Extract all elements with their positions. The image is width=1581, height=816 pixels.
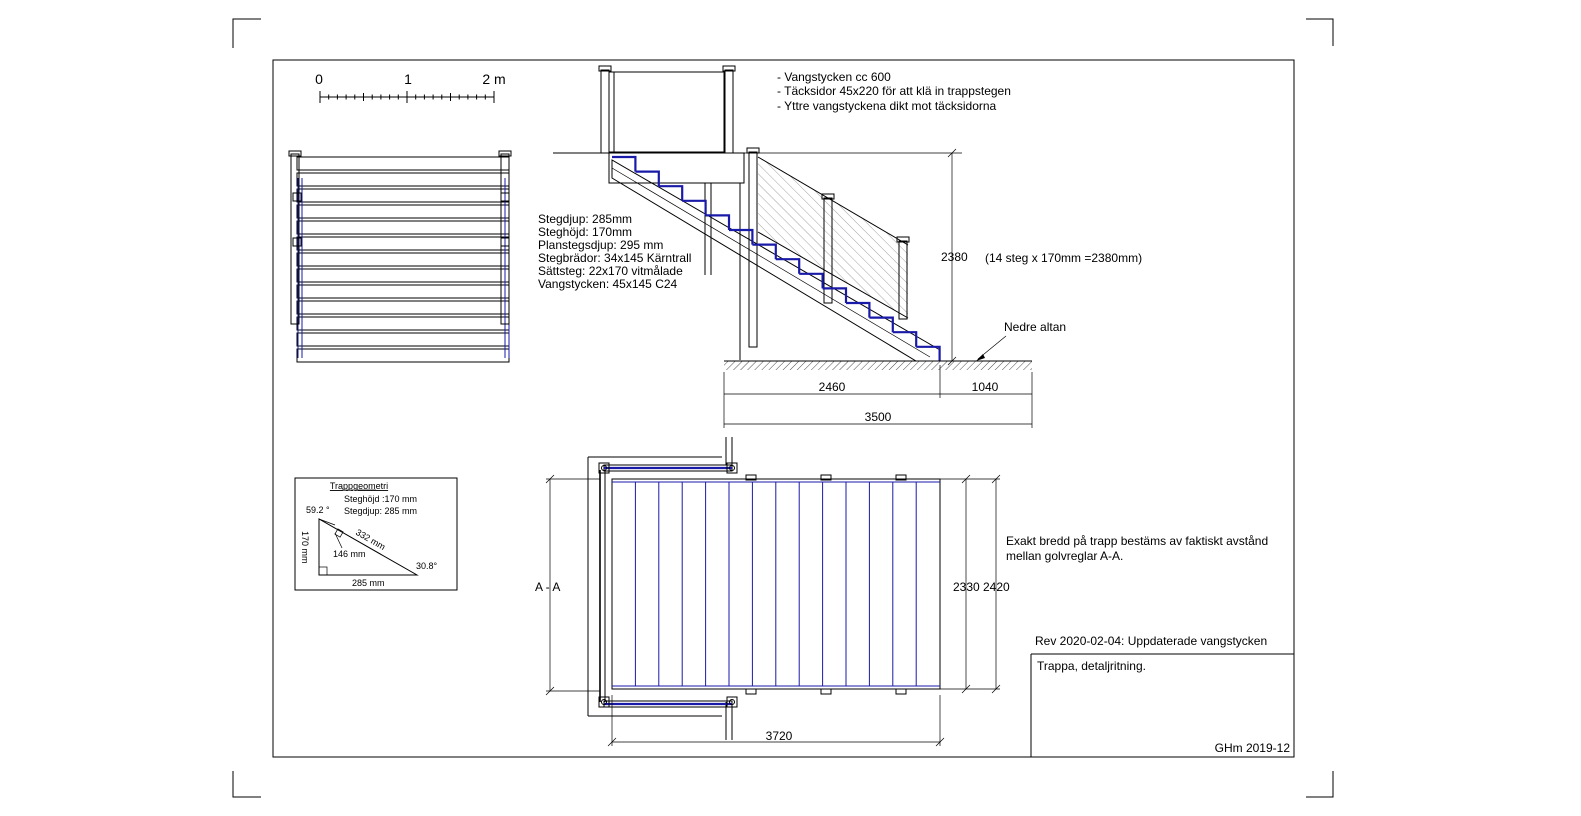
height-dimension: 2380 [941, 250, 968, 264]
section-label: A - A [535, 580, 560, 594]
total-dimension: 3500 [865, 410, 892, 424]
drawing-frame [272, 59, 1295, 758]
side-step-profile [916, 345, 941, 362]
scale-bar: 0 1 2 m [315, 71, 506, 103]
front-tread-board [296, 268, 510, 283]
normal-label: 146 mm [333, 549, 366, 559]
stair-plan-view: A - A 2330 2420 3720 [535, 437, 1010, 747]
stair-specifications: Stegdjup: 285mm Steghöjd: 170mm Plansteg… [538, 212, 691, 291]
side-step-profile [729, 228, 754, 245]
side-step-profile [775, 258, 801, 274]
front-tread-board [296, 204, 510, 219]
stair-geometry-box: Trappgeometri Steghöjd :170 mm Stegdjup:… [294, 477, 458, 591]
side-step-profile [705, 214, 731, 230]
scale-label-1: 1 [404, 71, 412, 87]
spec-line: Stegdjup: 285mm [538, 212, 632, 226]
side-step-profile [635, 170, 660, 187]
angle-bottom: 30.8° [416, 561, 438, 571]
width-note-line: Exakt bredd på trapp bestäms av faktiskt… [1006, 534, 1268, 548]
drawing-title: Trappa, detaljritning. [1037, 659, 1146, 673]
width-note-line: mellan golvreglar A-A. [1006, 549, 1123, 563]
spec-line: Steghöjd: 170mm [538, 225, 632, 239]
front-tread-board [296, 236, 510, 251]
note-line: - Vangstycken cc 600 [777, 70, 891, 84]
side-step-profile [846, 301, 871, 318]
plan-length-dimension: 3720 [766, 729, 793, 743]
front-tread-board [296, 332, 510, 347]
spec-line: Vangstycken: 45x145 C24 [538, 277, 678, 291]
side-step-profile [658, 185, 684, 201]
spec-line: Stegbrädor: 34x145 Kärntrall [538, 251, 691, 265]
scale-label-2: 2 m [482, 71, 505, 87]
offset-dimension: 1040 [972, 380, 999, 394]
front-tread-board [296, 284, 510, 299]
revision-note: Rev 2020-02-04: Uppdaterade vangstycken [1035, 634, 1267, 648]
stair-side-elevation: 2380 (14 steg x 170mm =2380mm) Nedre alt… [553, 65, 1142, 428]
front-tread-board [296, 220, 510, 235]
geometry-line-1: Steghöjd :170 mm [344, 494, 417, 504]
front-tread-board [296, 156, 510, 171]
geometry-title: Trappgeometri [330, 481, 388, 491]
stair-front-view [288, 150, 512, 363]
height-label: 170 mm [300, 531, 310, 564]
width-inner-dimension: 2330 [953, 580, 980, 594]
front-tread-board [296, 316, 510, 331]
side-step-profile [892, 331, 918, 347]
side-step-profile [799, 272, 824, 289]
construction-notes: - Vangstycken cc 600 - Täcksidor 45x220 … [777, 70, 1011, 113]
side-step-profile [822, 287, 848, 303]
crop-marks [232, 18, 1334, 798]
run-dimension: 2460 [819, 380, 846, 394]
base-label: 285 mm [352, 578, 385, 588]
spec-line: Planstegsdjup: 295 mm [538, 238, 663, 252]
width-note: Exakt bredd på trapp bestäms av faktiskt… [1006, 534, 1268, 563]
note-line: - Täcksidor 45x220 för att klä in trapps… [777, 84, 1011, 98]
title-block: Rev 2020-02-04: Uppdaterade vangstycken … [1030, 634, 1294, 757]
side-step-profile [682, 199, 707, 216]
note-line: - Yttre vangstyckena dikt mot täcksidorn… [777, 99, 997, 113]
front-tread-board [296, 348, 510, 363]
angle-top: 59.2 ° [306, 505, 330, 515]
front-tread-board [296, 252, 510, 267]
scale-label-0: 0 [315, 71, 323, 87]
spec-line: Sättsteg: 22x170 vitmålade [538, 264, 683, 278]
front-tread-board [296, 300, 510, 315]
side-step-profile [612, 155, 637, 172]
side-step-profile [869, 316, 894, 333]
width-outer-dimension: 2420 [983, 580, 1010, 594]
author-date: GHm 2019-12 [1215, 741, 1291, 755]
lower-deck-label: Nedre altan [1004, 320, 1066, 334]
front-tread-board [296, 172, 510, 187]
side-step-profile [752, 243, 777, 260]
height-note: (14 steg x 170mm =2380mm) [985, 251, 1142, 265]
geometry-line-2: Stegdjup: 285 mm [344, 506, 417, 516]
front-tread-board [296, 188, 510, 203]
